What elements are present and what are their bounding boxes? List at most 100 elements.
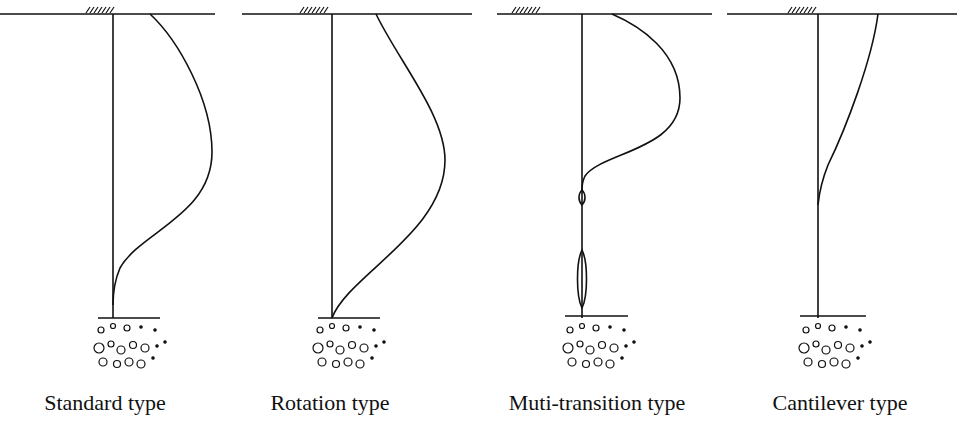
- gravel-stone: [621, 357, 623, 359]
- gravel-stone: [333, 361, 340, 368]
- gravel-stone: [371, 357, 373, 359]
- soil-hatch: [800, 7, 804, 13]
- gravel-stone: [111, 324, 116, 329]
- deflection-curve: [582, 14, 680, 190]
- soil-hatch: [516, 7, 520, 13]
- pile-line: [581, 14, 583, 318]
- soil-hatch: [98, 7, 102, 13]
- ground-line: [242, 13, 472, 15]
- gravel-stone: [356, 360, 364, 368]
- ground-line: [497, 13, 712, 15]
- gravel-stone: [830, 358, 838, 366]
- gravel-stone: [137, 360, 145, 368]
- gravel-stone: [349, 342, 356, 349]
- gravel-stone: [375, 345, 377, 347]
- gravel-stone: [580, 324, 585, 329]
- gravel-stone: [846, 344, 854, 352]
- gravel-stone: [164, 341, 166, 343]
- gravel-stone: [563, 343, 573, 353]
- gravel-stone: [313, 343, 323, 353]
- soil-hatch: [106, 7, 110, 13]
- gravel-stone: [594, 358, 602, 366]
- deflection-curve: [818, 14, 878, 205]
- soil-hatch: [528, 7, 532, 13]
- gravel-stone: [154, 329, 156, 331]
- gravel-stone: [822, 346, 830, 354]
- gravel-stone: [94, 343, 104, 353]
- gravel-stone: [859, 329, 861, 331]
- gravel-stone: [359, 326, 361, 328]
- soil-hatch: [312, 7, 316, 13]
- gravel-stone: [861, 345, 863, 347]
- deflection-curve: [113, 14, 212, 305]
- bearing-line: [318, 317, 380, 319]
- pile-line: [817, 14, 819, 318]
- soil-hatch: [324, 7, 328, 13]
- soil-hatch: [788, 7, 792, 13]
- gravel-stone: [606, 360, 614, 368]
- soil-hatch: [808, 7, 812, 13]
- gravel-stone: [599, 342, 606, 349]
- soil-hatch: [300, 7, 304, 13]
- gravel-stone: [124, 325, 130, 331]
- soil-hatch: [812, 7, 816, 13]
- gravel-stone: [583, 361, 590, 368]
- soil-hatch: [524, 7, 528, 13]
- gravel-stone: [633, 341, 635, 343]
- gravel-stone: [609, 326, 611, 328]
- soil-hatch: [532, 7, 536, 13]
- soil-hatch: [804, 7, 808, 13]
- ground-line: [0, 13, 215, 15]
- gravel-stone: [141, 344, 149, 352]
- gravel-stone: [816, 324, 821, 329]
- type-caption: Muti-transition type: [509, 390, 686, 416]
- gravel-stone: [99, 358, 107, 366]
- soil-hatch: [796, 7, 800, 13]
- gravel-stone: [114, 361, 121, 368]
- deflection-curve: [332, 14, 445, 318]
- soil-hatch: [304, 7, 308, 13]
- soil-hatch: [316, 7, 320, 13]
- gravel-stone: [593, 325, 599, 331]
- soil-hatch: [320, 7, 324, 13]
- gravel-stone: [857, 357, 859, 359]
- gravel-stone: [567, 327, 573, 333]
- gravel-stone: [98, 327, 104, 333]
- gravel-stone: [140, 326, 142, 328]
- gravel-stone: [330, 324, 335, 329]
- gravel-stone: [568, 358, 576, 366]
- gravel-stone: [317, 327, 323, 333]
- soil-hatch: [94, 7, 98, 13]
- soil-hatch: [512, 7, 516, 13]
- type-caption: Rotation type: [270, 390, 389, 416]
- gravel-stone: [625, 345, 627, 347]
- gravel-stone: [610, 344, 618, 352]
- gravel-stone: [842, 360, 850, 368]
- gravel-stone: [327, 341, 333, 347]
- deflection-curve: [578, 250, 587, 308]
- gravel-stone: [804, 358, 812, 366]
- gravel-stone: [586, 346, 594, 354]
- pile-line: [331, 14, 333, 318]
- gravel-stone: [819, 361, 826, 368]
- gravel-stone: [845, 326, 847, 328]
- gravel-stone: [373, 329, 375, 331]
- soil-hatch: [110, 7, 114, 13]
- bearing-line: [565, 315, 628, 317]
- gravel-stone: [829, 325, 835, 331]
- gravel-stone: [318, 358, 326, 366]
- gravel-stone: [130, 342, 137, 349]
- soil-hatch: [308, 7, 312, 13]
- gravel-stone: [152, 357, 154, 359]
- gravel-stone: [869, 341, 871, 343]
- soil-hatch: [536, 7, 540, 13]
- bearing-line: [800, 315, 866, 317]
- soil-hatch: [520, 7, 524, 13]
- gravel-stone: [156, 345, 158, 347]
- gravel-stone: [117, 346, 125, 354]
- gravel-stone: [813, 341, 819, 347]
- gravel-stone: [577, 341, 583, 347]
- gravel-stone: [383, 341, 385, 343]
